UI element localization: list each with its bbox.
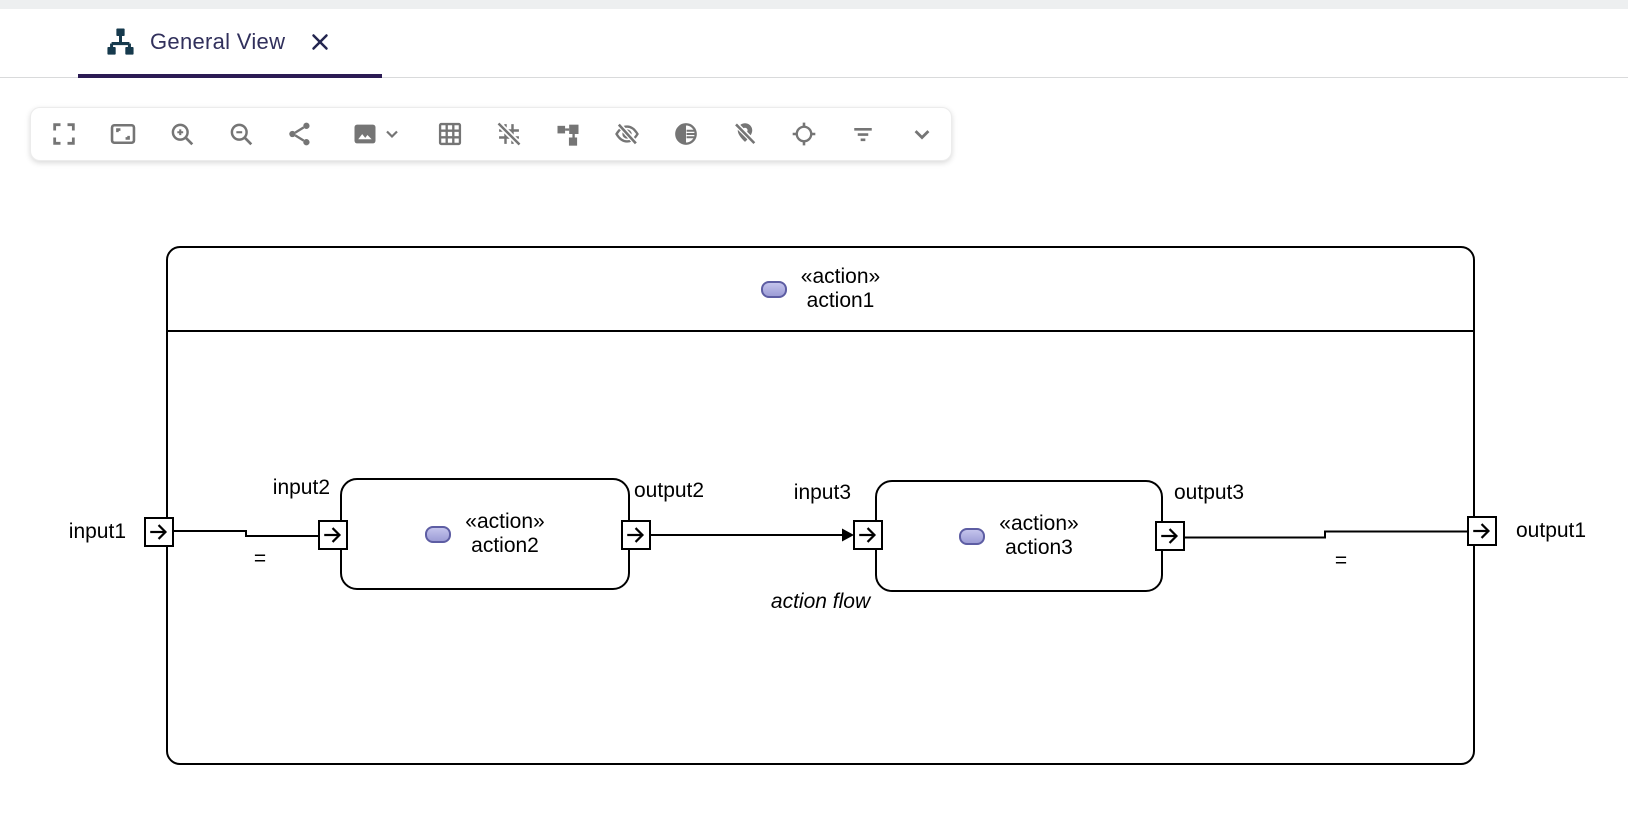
action-type-icon bbox=[959, 527, 986, 545]
reveal-hidden-button[interactable] bbox=[789, 119, 819, 149]
port-label-output1[interactable]: output1 bbox=[1516, 519, 1587, 542]
tree-diagram-icon bbox=[104, 25, 137, 58]
grid-off-button[interactable] bbox=[494, 119, 524, 149]
node-action3[interactable]: «action» action3 bbox=[875, 480, 1163, 592]
port-input1[interactable] bbox=[144, 517, 174, 547]
filter-icon bbox=[854, 127, 872, 142]
port-output1[interactable] bbox=[1467, 516, 1497, 546]
action-type-icon bbox=[425, 525, 452, 543]
port-arrow-icon bbox=[859, 527, 877, 543]
action3-name: action3 bbox=[1005, 536, 1073, 559]
edge-input1-input2[interactable] bbox=[174, 530, 318, 537]
port-label-input3[interactable]: input3 bbox=[793, 481, 851, 504]
unpin-elements-button[interactable] bbox=[730, 119, 760, 149]
action-type-icon bbox=[760, 280, 787, 298]
node-action2[interactable]: «action» action2 bbox=[340, 478, 630, 590]
tab-close-button[interactable] bbox=[304, 26, 336, 58]
port-label-output2[interactable]: output2 bbox=[634, 479, 705, 502]
port-arrow-icon bbox=[1161, 528, 1179, 544]
action2-name: action2 bbox=[471, 534, 539, 557]
fit-to-screen-button[interactable] bbox=[108, 119, 138, 149]
zoom-out-button[interactable] bbox=[226, 119, 256, 149]
port-label-input1[interactable]: input1 bbox=[68, 520, 126, 543]
zoom-in-icon bbox=[171, 123, 194, 146]
action-flow-compartment-label: action flow bbox=[770, 590, 871, 613]
chevron-down-icon bbox=[914, 130, 930, 140]
action2-stereotype: «action» bbox=[465, 510, 545, 533]
node-action1[interactable]: «action» action1 action flow bbox=[166, 246, 1475, 765]
tab-bar: General View bbox=[0, 9, 1628, 78]
diagram-toolbar bbox=[30, 107, 952, 161]
arrange-all-button[interactable] bbox=[553, 119, 583, 149]
export-image-button[interactable] bbox=[344, 119, 406, 149]
port-label-input2[interactable]: input2 bbox=[272, 476, 330, 499]
port-arrow-icon bbox=[150, 524, 168, 540]
edge-label-equals-left[interactable]: = bbox=[253, 547, 267, 570]
edge-output3-output1[interactable] bbox=[1185, 530, 1467, 539]
hide-elements-button[interactable] bbox=[612, 119, 642, 149]
node-action2-label: «action» action2 bbox=[465, 510, 544, 558]
port-arrow-icon bbox=[324, 527, 342, 543]
arrange-all-icon bbox=[557, 124, 579, 146]
fade-elements-button[interactable] bbox=[671, 119, 701, 149]
node-action3-label: «action» action3 bbox=[999, 512, 1078, 560]
node-action1-header[interactable]: «action» action1 bbox=[168, 248, 1473, 332]
port-output2[interactable] bbox=[621, 520, 651, 550]
node-action1-label: «action» action1 bbox=[801, 265, 880, 313]
export-image-chevron-icon bbox=[385, 130, 398, 139]
port-arrow-icon bbox=[627, 527, 645, 543]
port-label-output3[interactable]: output3 bbox=[1174, 481, 1245, 504]
pin-off-icon bbox=[733, 122, 757, 145]
close-icon bbox=[307, 29, 333, 55]
zoom-out-icon bbox=[230, 123, 253, 146]
window-top-strip bbox=[0, 0, 1628, 9]
tab-general-view[interactable]: General View bbox=[78, 9, 382, 78]
action1-name: action1 bbox=[806, 289, 875, 312]
share-button[interactable] bbox=[285, 119, 315, 149]
edge-label-equals-right[interactable]: = bbox=[1334, 549, 1348, 572]
share-icon bbox=[289, 122, 310, 146]
fit-to-screen-icon bbox=[110, 123, 136, 145]
filter-elements-button[interactable] bbox=[848, 119, 878, 149]
fade-elements-icon bbox=[675, 123, 697, 145]
fullscreen-icon bbox=[53, 123, 75, 145]
action1-stereotype: «action» bbox=[800, 265, 881, 288]
port-input3[interactable] bbox=[853, 520, 883, 550]
zoom-in-button[interactable] bbox=[167, 119, 197, 149]
port-input2[interactable] bbox=[318, 520, 348, 550]
fullscreen-button[interactable] bbox=[49, 119, 79, 149]
grid-on-icon bbox=[438, 122, 462, 146]
more-tools-button[interactable] bbox=[907, 119, 937, 149]
port-arrow-icon bbox=[1473, 523, 1491, 539]
grid-off-icon bbox=[495, 120, 523, 148]
grid-on-button[interactable] bbox=[435, 119, 465, 149]
crosshair-icon bbox=[792, 122, 816, 146]
action3-stereotype: «action» bbox=[999, 512, 1079, 535]
export-image-icon bbox=[354, 124, 375, 144]
port-output3[interactable] bbox=[1155, 521, 1185, 551]
eye-off-icon bbox=[615, 122, 639, 146]
tab-label: General View bbox=[150, 28, 286, 54]
